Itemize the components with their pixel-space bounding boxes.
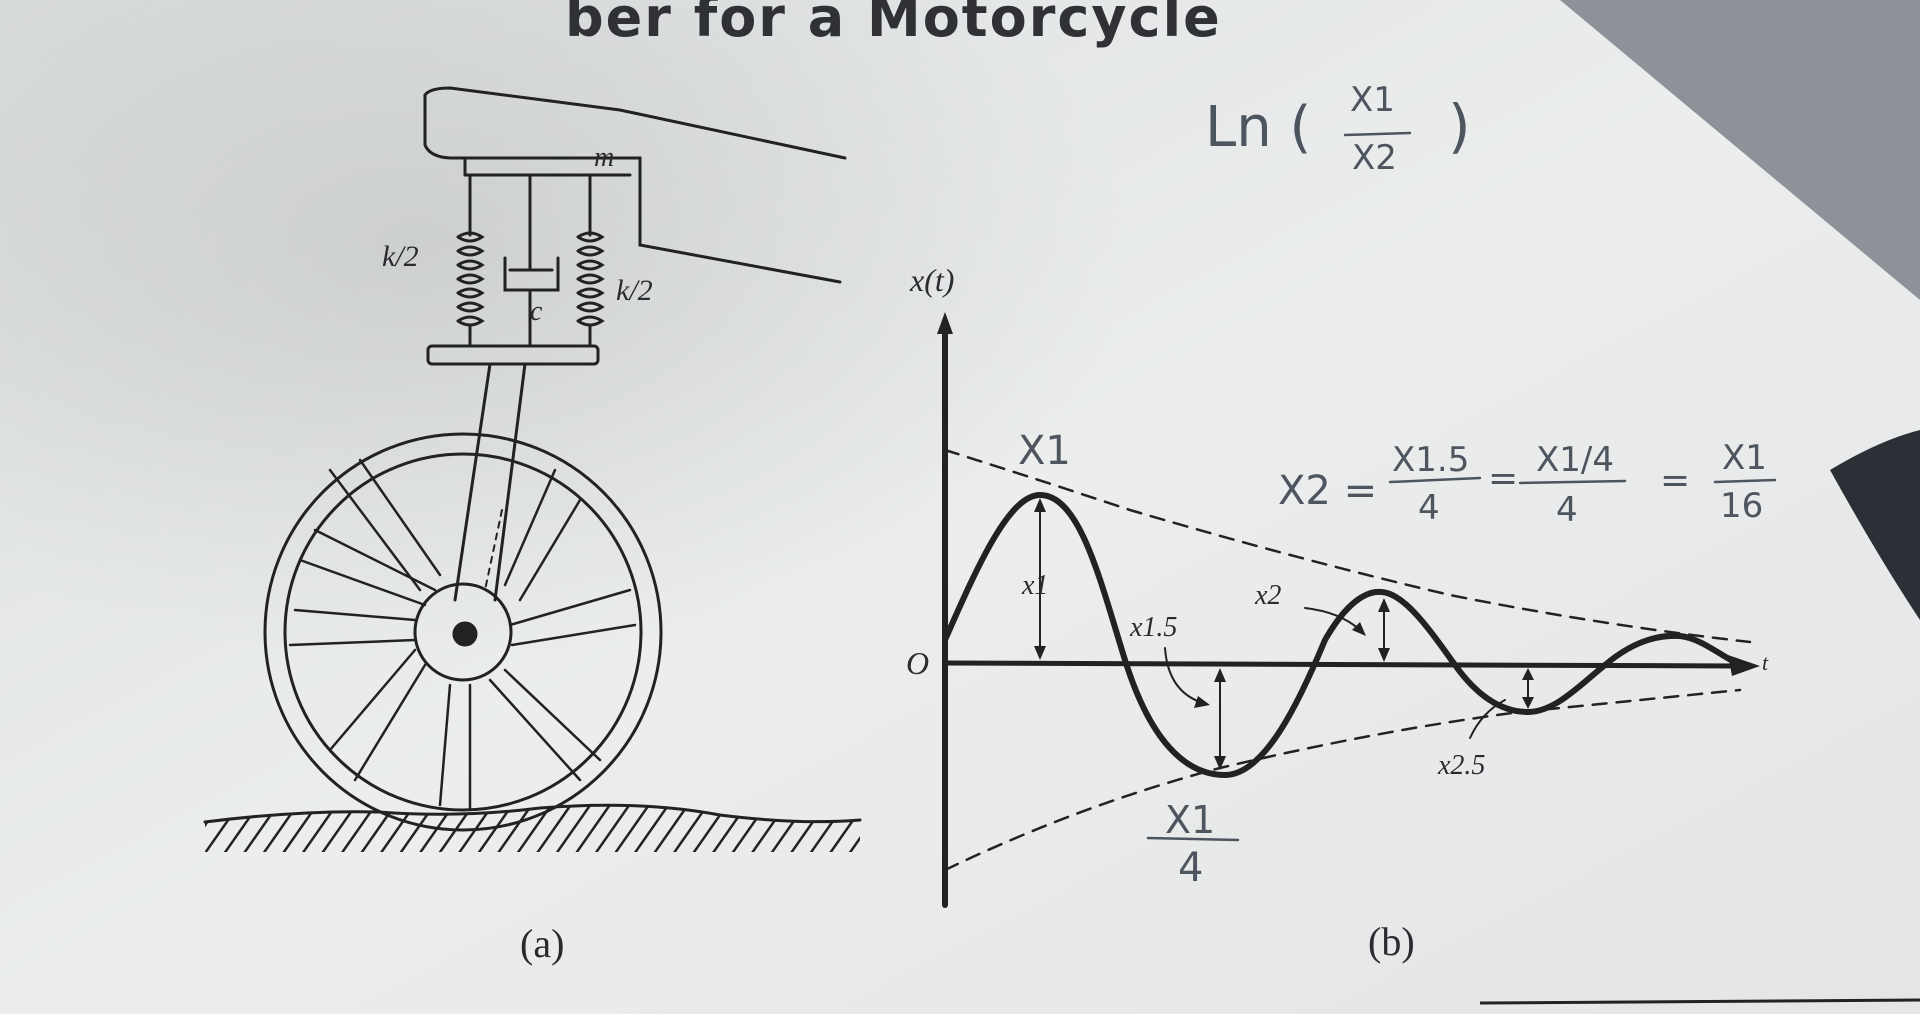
trough-numerator: X1 [1165,798,1216,842]
dark-object [1830,430,1920,620]
eq-f1-den: 4 [1418,488,1440,528]
page-bottom-rule [1479,998,1920,1005]
ground-hatch [205,805,860,852]
eq-fraction-bar-1 [1388,476,1482,484]
amplitude-label-x1: x1 [1022,570,1049,601]
right-spring [576,173,605,348]
eq-fraction-bar-2 [1518,479,1627,485]
figure-a-suspension-diagram [203,86,862,852]
figure-b-response-plot [937,312,1760,908]
mass-block-top [423,86,847,160]
spring-right-label: k/2 [616,274,653,307]
amplitude-label-x2: x2 [1255,580,1282,611]
y-axis-label: x(t) [910,262,955,298]
ln-suffix: ) [1448,92,1471,160]
page-title-fragment: ber for a Motorcycle [565,0,1222,49]
figure-a-caption: (a) [520,921,565,966]
lower-envelope [943,688,1742,872]
x-axis-label: t [1762,650,1769,675]
figure-b-caption: (b) [1368,919,1415,964]
origin-label: O [906,645,930,681]
spring-left-label: k/2 [382,240,419,273]
eq-sign-1: = [1488,458,1519,499]
eq-lhs: X2 = [1278,468,1378,514]
damper [503,173,560,348]
amplitude-arrows [1034,498,1534,770]
paper-shadow [0,0,1200,700]
eq-f1-num: X1.5 [1392,440,1470,480]
trough-fraction-bar [1146,836,1240,842]
eq-f3-den: 16 [1720,486,1764,526]
amplitude-label-x2-5: x2.5 [1438,750,1486,781]
upper-envelope [943,448,1752,644]
fork-tube [453,362,527,602]
wheel-axle [452,621,478,647]
peak-label: X1 [1018,428,1071,474]
x-axis [942,660,1738,669]
ln-numerator: X1 [1350,80,1395,120]
ln-prefix: Ln ( [1205,95,1312,160]
ln-denominator: X2 [1352,138,1397,178]
wheel [263,432,663,832]
trough-denominator: 4 [1178,845,1204,891]
eq-f2-num: X1/4 [1536,440,1615,480]
y-axis-arrow [937,312,953,334]
lower-plate [426,344,600,366]
eq-f2-den: 4 [1556,490,1578,530]
eq-fraction-bar-3 [1713,478,1777,484]
amplitude-label-x1-5: x1.5 [1130,612,1178,643]
ln-fraction-bar [1343,131,1412,137]
handwritten-strokes [1146,131,1777,842]
damper-label: c [530,296,543,327]
left-spring [456,173,485,348]
wheel-spokes [288,458,637,812]
eq-sign-2: = [1660,460,1691,501]
eq-f3-num: X1 [1722,438,1767,478]
mass-block [423,93,842,284]
mass-label: m [594,142,615,173]
